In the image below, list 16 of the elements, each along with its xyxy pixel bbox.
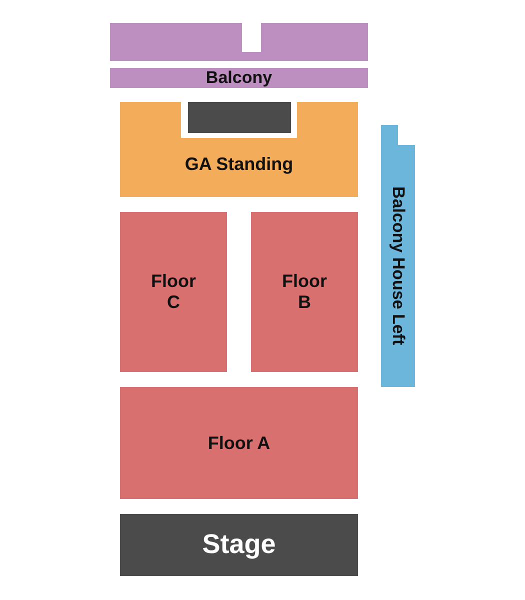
section-label: Floor C bbox=[150, 271, 197, 313]
balcony-section bbox=[381, 125, 415, 387]
stage bbox=[120, 514, 358, 576]
floor-section bbox=[251, 212, 358, 372]
balcony-section bbox=[110, 68, 368, 88]
section-label: Balcony House Left bbox=[388, 186, 408, 346]
section-label: GA Standing bbox=[184, 154, 294, 175]
standing-section bbox=[120, 102, 358, 197]
section-label: Floor A bbox=[208, 432, 270, 454]
stage-block bbox=[188, 102, 291, 133]
section-label: Floor B bbox=[281, 271, 328, 313]
floor-section bbox=[120, 387, 358, 499]
section-label: Balcony bbox=[206, 68, 272, 88]
section-label: Stage bbox=[202, 529, 276, 561]
floor-section bbox=[120, 212, 227, 372]
balcony-section bbox=[110, 23, 368, 61]
